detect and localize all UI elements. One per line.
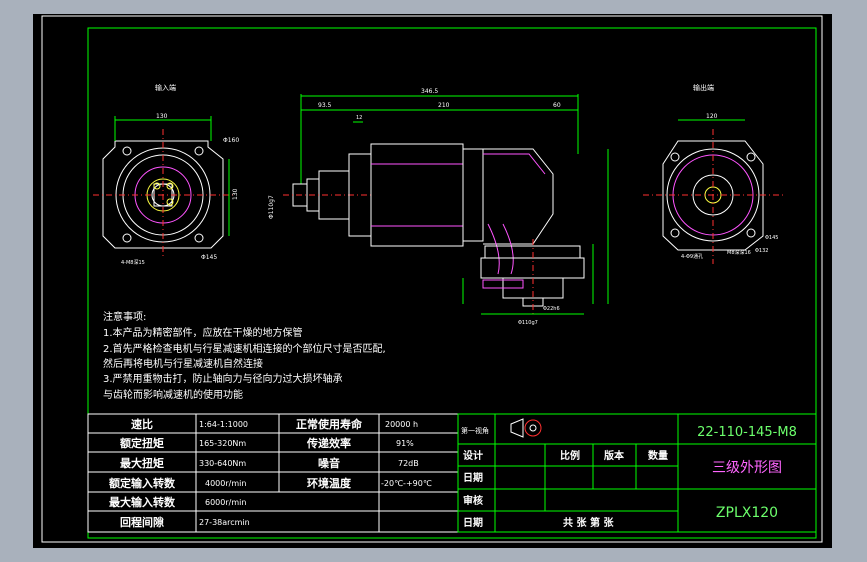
- note-line: 2.首先严格检查电机与行星减速机相连接的个部位尺寸是否匹配,: [103, 342, 386, 355]
- dim-out-m: M8深深16: [727, 249, 751, 256]
- version-label: 版本: [604, 449, 625, 462]
- note-line: 1.本产品为精密部件，应放在干燥的地方保管: [103, 326, 303, 339]
- spec-value: 20000 h: [385, 420, 418, 429]
- scale-label: 比例: [560, 449, 580, 462]
- qty-label: 数量: [648, 449, 668, 462]
- drawing-number: 22-110-145-M8: [697, 425, 797, 440]
- approve-label: 审核: [463, 494, 483, 507]
- spec-label: 额定输入转数: [109, 476, 176, 490]
- projection-label: 第一视角: [461, 426, 489, 435]
- dim-overall: 346.5: [421, 88, 438, 95]
- notes-block: 注意事项: 1.本产品为精密部件，应放在干燥的地方保管 2.首先严格检查电机与行…: [103, 310, 386, 401]
- sheets-label: 共 张 第 张: [563, 516, 614, 529]
- spec-label: 最大扭矩: [120, 456, 164, 470]
- dim-shaft-phi: Φ110g7: [268, 195, 275, 219]
- dim-d4: 12: [356, 115, 362, 121]
- dim-in-phi2: Φ145: [201, 254, 217, 261]
- spec-value: 6000r/min: [205, 498, 246, 507]
- spec-label: 最大输入转数: [109, 495, 176, 509]
- dim-left-width: 130: [156, 113, 168, 120]
- dim-base-phi: Φ110g7: [518, 320, 538, 326]
- output-end-label: 输出端: [693, 83, 714, 92]
- dim-d2: 210: [438, 102, 450, 109]
- notes-title: 注意事项:: [103, 310, 146, 323]
- date-label: 日期: [463, 516, 483, 529]
- spec-table: 速比 1:64-1:1000 正常使用寿命 20000 h 额定扭矩 165-3…: [87, 413, 459, 533]
- design-label: 设计: [463, 449, 483, 462]
- title-block: 第一视角 设计 日期 审核 日期 比例 版本 数量 共 张 第 张 22-110…: [457, 413, 817, 533]
- dim-out-phi2: Φ132: [755, 248, 768, 254]
- projection-circle-icon: [524, 419, 542, 437]
- spec-value: 91%: [396, 439, 414, 448]
- dim-d1: 93.5: [318, 102, 332, 109]
- output-end-view: 输出端 120 Φ145 Φ132 4-Φ9通孔 M8深深16: [643, 83, 783, 264]
- spec-value: 72dB: [398, 459, 419, 468]
- spec-value: 27-38arcmin: [199, 518, 250, 527]
- note-line: 然后再将电机与行星减速机自然连接: [103, 357, 263, 370]
- check-label: 日期: [463, 471, 483, 484]
- dim-left-height: 130: [232, 188, 239, 200]
- note-line: 3.严禁用重物击打，防止轴向力与径向力过大损坏轴承: [103, 372, 343, 385]
- spec-label: 正常使用寿命: [296, 417, 363, 431]
- spec-label: 传递效率: [306, 436, 351, 450]
- note-line: 与齿轮而影响减速机的使用功能: [103, 388, 243, 401]
- inner-frame: [87, 27, 817, 539]
- dim-out-phi1: Φ145: [765, 235, 778, 241]
- projection-cone-icon: [510, 418, 524, 438]
- input-end-view: 输入端 130 130 Φ160 Φ145 4-M8深15: [93, 83, 239, 266]
- side-view: 346.5 93.5 210 60 12 Φ110g7: [268, 88, 609, 326]
- spec-label: 额定扭矩: [120, 436, 164, 450]
- cad-drawing: 输入端 130 130 Φ160 Φ145 4-M8深15 346.5 93.5: [41, 15, 823, 543]
- dim-out-holes: 4-Φ9通孔: [681, 253, 703, 260]
- spec-value: 4000r/min: [205, 479, 246, 488]
- drawing-name: 三级外形图: [712, 460, 782, 476]
- spec-label: 回程间隙: [120, 515, 164, 529]
- dim-d3: 60: [553, 102, 561, 109]
- spec-value: 165-320Nm: [199, 439, 246, 448]
- spec-value: 1:64-1:1000: [199, 420, 248, 429]
- input-end-label: 输入端: [155, 83, 176, 92]
- dim-in-phi1: Φ160: [223, 137, 239, 144]
- outer-frame: [41, 15, 823, 543]
- spec-label: 速比: [131, 417, 153, 431]
- spec-value: 330-640Nm: [199, 459, 246, 468]
- model-number: ZPLX120: [716, 505, 778, 521]
- spec-label: 环境温度: [307, 476, 352, 490]
- drawing-canvas: 输入端 130 130 Φ160 Φ145 4-M8深15 346.5 93.5: [33, 14, 832, 548]
- dim-shaft-phi2: Φ22h6: [543, 306, 560, 312]
- spec-label: 噪音: [318, 456, 340, 470]
- dim-in-holes: 4-M8深15: [121, 259, 145, 266]
- spec-value: -20℃-+90℃: [381, 479, 432, 488]
- dim-right-width: 120: [706, 113, 718, 120]
